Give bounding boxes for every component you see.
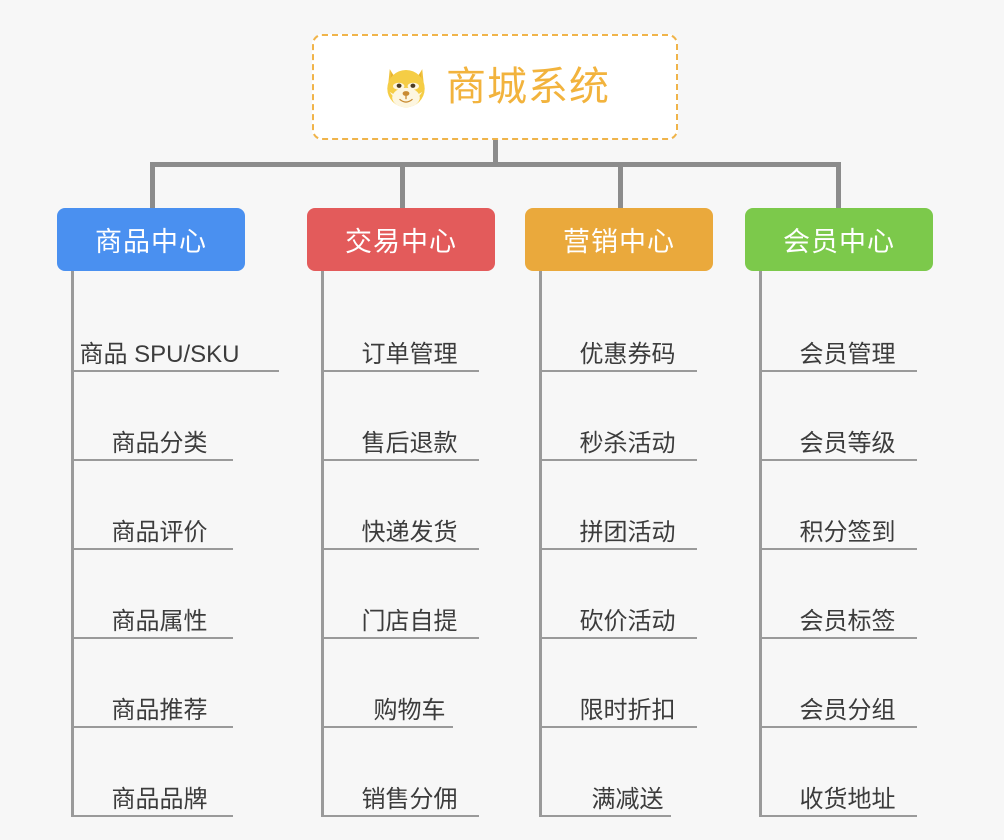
leaf-item[interactable]: 积分签到 — [759, 461, 933, 550]
leaf-item[interactable]: 商品分类 — [71, 372, 245, 461]
branch-header-label: 营销中心 — [563, 227, 675, 257]
connector-drop-1 — [150, 162, 155, 208]
leaf-item[interactable]: 优惠券码 — [539, 283, 713, 372]
branch-column-marketing: 营销中心优惠券码秒杀活动拼团活动砍价活动限时折扣满减送 — [525, 208, 713, 817]
leaf-item-label: 购物车 — [373, 696, 446, 724]
branch-header-member[interactable]: 会员中心 — [745, 208, 933, 271]
branch-column-member: 会员中心会员管理会员等级积分签到会员标签会员分组收货地址 — [745, 208, 933, 817]
leaf-item[interactable]: 销售分佣 — [321, 728, 495, 817]
branch-header-trade[interactable]: 交易中心 — [307, 208, 495, 271]
leaf-item[interactable]: 商品评价 — [71, 461, 245, 550]
leaf-item-label: 商品品牌 — [111, 785, 208, 813]
connector-horizontal-bus — [150, 162, 840, 167]
leaf-item[interactable]: 满减送 — [539, 728, 713, 817]
branch-header-label: 商品中心 — [95, 227, 207, 257]
leaf-item[interactable]: 售后退款 — [321, 372, 495, 461]
leaf-item-label: 销售分佣 — [361, 785, 458, 813]
leaf-item[interactable]: 商品品牌 — [71, 728, 245, 817]
leaf-item-label: 砍价活动 — [579, 607, 676, 635]
leaf-item[interactable]: 商品推荐 — [71, 639, 245, 728]
leaf-item[interactable]: 秒杀活动 — [539, 372, 713, 461]
leaf-item-label: 售后退款 — [361, 429, 458, 457]
branch-column-product: 商品中心商品 SPU/SKU 商品分类商品评价商品属性商品推荐商品品牌 — [57, 208, 279, 817]
branch-header-marketing[interactable]: 营销中心 — [525, 208, 713, 271]
leaf-item-label: 商品属性 — [111, 607, 208, 635]
leaf-item-label: 门店自提 — [361, 607, 458, 635]
root-node-label: 商城系统 — [446, 65, 610, 109]
branch-header-product[interactable]: 商品中心 — [57, 208, 245, 271]
leaf-item[interactable]: 砍价活动 — [539, 550, 713, 639]
connector-drop-3 — [618, 162, 623, 208]
leaf-item-label: 会员管理 — [799, 340, 896, 368]
leaf-item[interactable]: 快递发货 — [321, 461, 495, 550]
leaf-item[interactable]: 会员管理 — [759, 283, 933, 372]
root-node-mall-system[interactable]: 商城系统 — [312, 34, 678, 140]
leaf-item-label: 商品推荐 — [111, 696, 208, 724]
connector-drop-2 — [400, 162, 405, 208]
leaf-item-label: 秒杀活动 — [579, 429, 676, 457]
leaf-item-label: 商品评价 — [111, 518, 208, 546]
leaf-item-label: 满减送 — [591, 785, 664, 813]
branch-spine-product: 商品 SPU/SKU 商品分类商品评价商品属性商品推荐商品品牌 — [71, 271, 279, 817]
leaf-item-label: 优惠券码 — [579, 340, 676, 368]
leaf-item-label: 拼团活动 — [579, 518, 676, 546]
shiba-dog-face-icon — [387, 69, 425, 108]
branch-header-label: 会员中心 — [783, 227, 895, 257]
leaf-item-label: 收货地址 — [799, 785, 896, 813]
leaf-item-label: 订单管理 — [361, 340, 458, 368]
connector-drop-4 — [836, 162, 841, 208]
branch-header-label: 交易中心 — [345, 227, 457, 257]
leaf-item[interactable]: 拼团活动 — [539, 461, 713, 550]
leaf-item[interactable]: 会员分组 — [759, 639, 933, 728]
leaf-item[interactable]: 商品属性 — [71, 550, 245, 639]
leaf-item[interactable]: 购物车 — [321, 639, 495, 728]
leaf-item[interactable]: 商品 SPU/SKU — [71, 283, 279, 372]
leaf-item[interactable]: 会员等级 — [759, 372, 933, 461]
leaf-item-label: 限时折扣 — [579, 696, 676, 724]
leaf-item[interactable]: 订单管理 — [321, 283, 495, 372]
leaf-item-label: 积分签到 — [799, 518, 896, 546]
branch-spine-marketing: 优惠券码秒杀活动拼团活动砍价活动限时折扣满减送 — [539, 271, 713, 817]
leaf-item-label: 快递发货 — [361, 518, 458, 546]
connector-root-stem — [493, 140, 498, 165]
leaf-item[interactable]: 收货地址 — [759, 728, 933, 817]
leaf-item[interactable]: 会员标签 — [759, 550, 933, 639]
branch-spine-trade: 订单管理售后退款快递发货门店自提购物车销售分佣 — [321, 271, 495, 817]
leaf-item[interactable]: 限时折扣 — [539, 639, 713, 728]
branch-spine-member: 会员管理会员等级积分签到会员标签会员分组收货地址 — [759, 271, 933, 817]
leaf-item-label: 商品 SPU/SKU — [79, 340, 240, 368]
leaf-item-label: 会员分组 — [799, 696, 896, 724]
branch-column-trade: 交易中心订单管理售后退款快递发货门店自提购物车销售分佣 — [307, 208, 495, 817]
leaf-item-label: 会员等级 — [799, 429, 896, 457]
leaf-item[interactable]: 门店自提 — [321, 550, 495, 639]
leaf-item-label: 会员标签 — [799, 607, 896, 635]
leaf-item-label: 商品分类 — [111, 429, 208, 457]
